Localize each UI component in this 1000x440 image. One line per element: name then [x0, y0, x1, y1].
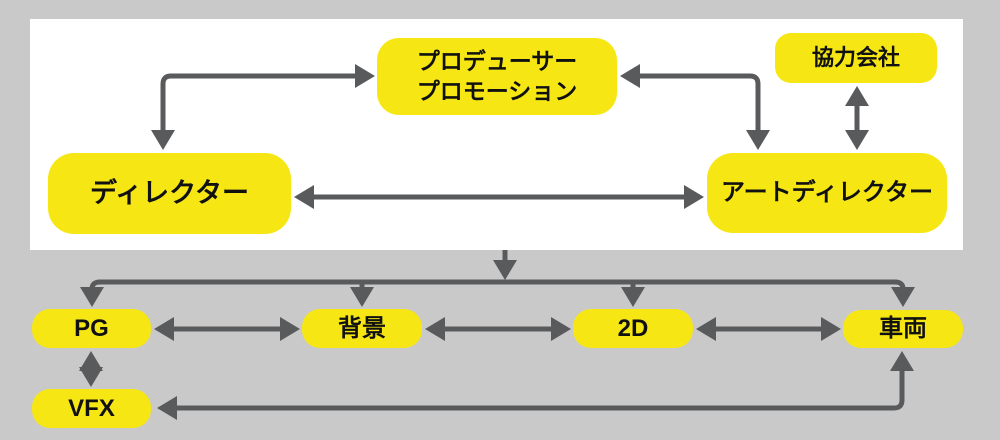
node-pg: PG — [32, 309, 151, 348]
node-background: 背景 — [302, 309, 422, 348]
node-pg-label: PG — [74, 314, 109, 342]
arrow-director-producer — [151, 64, 375, 150]
node-art-director-label: アートディレクター — [721, 179, 933, 207]
node-producer-label: プロデューサー プロモーション — [416, 47, 578, 104]
node-vfx-label: VFX — [68, 394, 115, 422]
node-vehicle-label: 車両 — [879, 315, 927, 343]
team-distribution-line — [80, 279, 915, 307]
node-2d: 2D — [573, 309, 693, 348]
node-2d-label: 2D — [617, 314, 649, 342]
arrow-vfx-vehicle — [157, 351, 914, 420]
node-vfx: VFX — [32, 389, 151, 428]
node-partner-company: 協力会社 — [775, 33, 937, 83]
node-partner-label: 協力会社 — [811, 44, 900, 70]
node-background-label: 背景 — [338, 314, 386, 342]
arrow-producer-artdirector — [620, 64, 770, 150]
node-director: ディレクター — [48, 153, 291, 234]
node-director-label: ディレクター — [89, 177, 250, 208]
node-art-director: アートディレクター — [707, 153, 947, 233]
node-producer: プロデューサー プロモーション — [377, 38, 617, 115]
node-vehicle: 車両 — [843, 310, 963, 348]
